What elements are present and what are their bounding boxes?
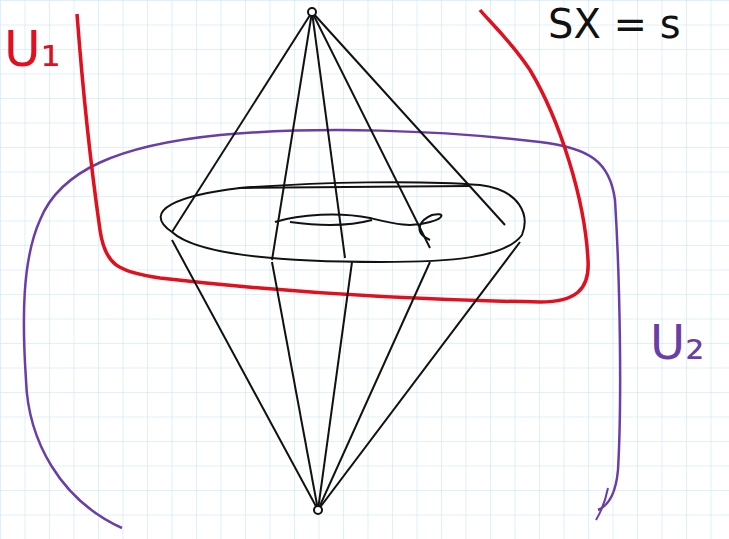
open-set-outline: [596, 488, 608, 520]
open-set-label: U₁: [4, 24, 61, 74]
open-set-label: U₂: [650, 318, 704, 366]
open-set-outline: [77, 10, 588, 302]
definition-note: SX = s: [548, 4, 681, 44]
suspension-cone: [161, 8, 525, 514]
open-set-outline: [24, 130, 620, 528]
